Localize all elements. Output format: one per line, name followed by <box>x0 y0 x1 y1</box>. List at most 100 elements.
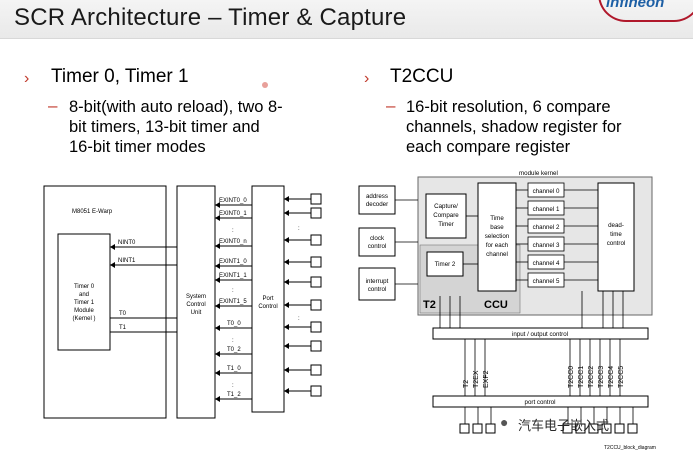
pin-label: T2EX <box>473 370 480 388</box>
left-heading: Timer 0, Timer 1 <box>51 66 189 87</box>
pin-label: T2CC5 <box>618 366 625 388</box>
channel-label: channel 2 <box>533 224 560 231</box>
pin-label: T2 <box>463 380 470 388</box>
right-bullet-line: each compare register <box>406 138 571 156</box>
infineon-logo: infineon <box>606 0 665 11</box>
ellipsis-dots: : <box>232 338 234 344</box>
left-bullet-line: 16-bit timer modes <box>69 138 206 156</box>
watermark: 汽车电子嵌入式 <box>518 418 610 433</box>
timer-module-label: and <box>79 292 89 298</box>
right-bullet-line: 16-bit resolution, 6 compare <box>406 98 611 116</box>
time-base-label: Time <box>490 215 504 222</box>
pin-label: T2CC4 <box>608 366 615 388</box>
scu-box <box>176 185 216 419</box>
ellipsis-dots: : <box>298 316 300 322</box>
signal-label: EXINT0_1 <box>219 211 247 217</box>
dead-time-label: time <box>610 231 622 238</box>
io-control-label: input / output control <box>512 331 568 338</box>
signal-label: EXINT1_1 <box>219 273 247 279</box>
port-control-bar <box>432 395 649 408</box>
right-heading: T2CCU <box>390 66 454 87</box>
pin-label: EXF2 <box>483 370 490 388</box>
time-base-label: for each <box>486 242 509 249</box>
signal-label: EXINT0_0 <box>219 198 247 204</box>
diagram-caption: T2CCU_block_diagram <box>604 445 656 451</box>
clock-control-label: clock <box>370 235 385 242</box>
ellipsis-dots: : <box>232 383 234 389</box>
time-base-box <box>477 182 517 292</box>
pin-label: T2CC3 <box>598 366 605 388</box>
bullet-arrow-icon: › <box>364 70 370 87</box>
signal-label: T0_0 <box>227 321 241 327</box>
signal-label: EXINT1_0 <box>219 259 247 265</box>
core-label: M8051 E-Warp <box>72 209 113 215</box>
right-bullet-line: channels, shadow register for <box>406 118 622 136</box>
bullet-dash-icon: – <box>48 96 58 115</box>
signal-label: T0_2 <box>227 347 241 353</box>
clock-control-label: control <box>368 243 387 250</box>
channel-label: channel 3 <box>533 242 560 249</box>
nint0-label: NINT0 <box>118 240 136 246</box>
timer-module-label: Module <box>74 308 94 314</box>
pin-label: T2CC2 <box>588 366 595 388</box>
slide-header: SCR Architecture – Timer & Capture <box>0 0 693 39</box>
port-control-label: port control <box>525 399 556 406</box>
channel-label: channel 4 <box>533 260 560 267</box>
scu-label: Unit <box>191 310 202 316</box>
interrupt-control-label: control <box>368 286 387 293</box>
signal-label: T1_2 <box>227 392 241 398</box>
ellipsis-dots: : <box>298 226 300 232</box>
capture-timer-label: Timer <box>438 221 454 228</box>
ellipsis-dots: : <box>232 228 234 234</box>
ellipsis-dots: : <box>232 288 234 294</box>
clock-control-box <box>358 227 396 257</box>
left-bullet-line: bit timers, 13-bit timer and <box>69 118 260 136</box>
timer-module-label: (Kernel ) <box>72 316 95 322</box>
address-decoder-box <box>358 185 396 215</box>
time-base-label: base <box>490 224 504 231</box>
timer2-label: Timer 2 <box>435 261 456 268</box>
channel-label: channel 0 <box>533 188 560 195</box>
port-label: Port <box>262 296 273 302</box>
address-decoder-label: decoder <box>366 201 388 208</box>
dead-time-box <box>597 182 635 292</box>
slide-title: SCR Architecture – Timer & Capture <box>14 4 407 31</box>
nint1-label: NINT1 <box>118 258 136 264</box>
signal-label: EXINT0_n <box>219 239 247 245</box>
io-control-box <box>432 327 649 340</box>
address-decoder-label: address <box>366 193 388 200</box>
capture-timer-label: Capture/ <box>434 203 458 210</box>
t2-region-label: T2 <box>423 299 436 311</box>
dead-time-label: control <box>607 240 626 247</box>
interrupt-control-box <box>358 267 396 301</box>
t1-label: T1 <box>119 325 127 331</box>
timer-module-box <box>57 233 111 351</box>
wechat-icon: ● <box>500 414 509 430</box>
ccu-label: CCU <box>484 299 508 311</box>
t0-label: T0 <box>119 311 127 317</box>
dead-time-label: dead- <box>608 222 624 229</box>
bullet-dash-icon: – <box>386 96 396 115</box>
port-label: Control <box>258 304 277 310</box>
interrupt-control-label: interrupt <box>366 278 389 285</box>
time-base-label: channel <box>486 251 508 258</box>
signal-label: EXINT1_5 <box>219 299 247 305</box>
left-bullet-line: 8-bit(with auto reload), two 8- <box>69 98 283 116</box>
pin-label: T2CC1 <box>578 366 585 388</box>
signal-label: T1_0 <box>227 366 241 372</box>
capture-timer-label: Compare <box>433 212 459 219</box>
scu-label: System <box>186 294 206 300</box>
scu-label: Control <box>186 302 205 308</box>
timer-module-label: Timer 1 <box>74 300 95 306</box>
pin-label: T2CC0 <box>568 366 575 388</box>
timer-module-label: Timer 0 <box>74 284 95 290</box>
time-base-label: selection <box>485 233 510 240</box>
bullet-arrow-icon: › <box>24 70 30 87</box>
module-kernel-label: module kernel <box>519 170 558 177</box>
pointer-dot <box>262 82 268 88</box>
channel-label: channel 1 <box>533 206 560 213</box>
port-control-box <box>251 185 285 413</box>
channel-label: channel 5 <box>533 278 560 285</box>
